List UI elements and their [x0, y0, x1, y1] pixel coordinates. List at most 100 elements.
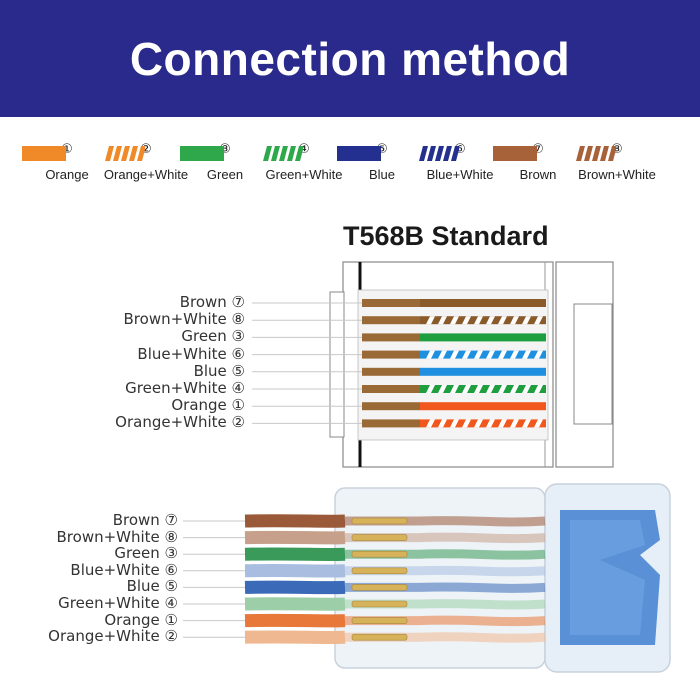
- page-title: Connection method: [129, 32, 571, 85]
- pin-label: Brown ⑦: [112, 511, 178, 529]
- schematic-leader-lines: [252, 302, 362, 424]
- striped-swatch: [419, 146, 459, 161]
- insulated-wire: [244, 530, 346, 545]
- pin-label: Green ③: [114, 544, 178, 563]
- inner-wire: [345, 516, 546, 527]
- wire-stripe: [462, 385, 471, 393]
- pin-label: Blue ⑤: [193, 361, 245, 380]
- wire: [420, 385, 546, 393]
- legend-item: ④ Green+White: [259, 142, 349, 182]
- wire: [420, 350, 546, 359]
- striped-swatch: [576, 146, 616, 161]
- pin-label: Blue+White ⑥: [70, 560, 178, 579]
- insulated-wire: [244, 580, 346, 595]
- gold-contact: [351, 534, 408, 541]
- solid-swatch: [493, 146, 537, 161]
- wire-stripe: [438, 350, 447, 359]
- legend-number: ⑦: [532, 142, 544, 157]
- wire-stripe: [486, 316, 495, 325]
- legend-number: ⑤: [376, 142, 388, 157]
- photo-wires: [244, 514, 546, 644]
- insulated-wire: [244, 514, 346, 528]
- wire-stripe: [522, 419, 531, 428]
- pin-label: Blue+White ⑥: [137, 344, 245, 363]
- wire-stripe: [426, 316, 435, 325]
- wire-stripe: [486, 419, 495, 428]
- wire-stripe: [486, 350, 495, 359]
- wire-stripe: [474, 350, 483, 359]
- conductor-jacket: [362, 402, 420, 411]
- wire: [420, 419, 546, 428]
- wire-stripe: [510, 419, 519, 428]
- pin-label: Blue ⑤: [126, 577, 178, 596]
- legend-item: ② Orange+White: [101, 142, 191, 182]
- legend-label: Blue+White: [426, 167, 494, 182]
- wire-stripe: [426, 350, 435, 359]
- pin-label: Green ③: [181, 327, 245, 346]
- conductor-jacket: [362, 333, 420, 342]
- wire-stripe: [498, 419, 507, 428]
- legend-label: Brown+White: [578, 167, 656, 182]
- insulated-wire: [244, 564, 346, 578]
- wire-stripe: [522, 385, 531, 393]
- conductor-jacket: [362, 350, 420, 359]
- wire-stripe: [510, 385, 519, 393]
- legend-number: ②: [140, 142, 152, 157]
- wire-stripe: [450, 419, 459, 428]
- wire-stripe: [450, 350, 459, 359]
- legend-label: Green: [206, 167, 244, 182]
- pin-label: Brown+White ⑧: [123, 310, 245, 329]
- solid-swatch: [180, 146, 224, 161]
- wire-stripe: [534, 419, 543, 428]
- inner-wire: [345, 532, 546, 544]
- gold-contact: [351, 600, 408, 608]
- legend-number: ③: [219, 142, 231, 157]
- photo-leader-lines: [183, 520, 245, 638]
- conductor-jacket: [362, 316, 420, 325]
- inner-wire: [345, 599, 546, 610]
- conductor-jacket: [362, 385, 420, 393]
- pin-label: Green+White ④: [58, 594, 178, 612]
- legend-number: ⑧: [611, 142, 623, 157]
- wire-stripe: [522, 316, 531, 325]
- wire-stripe: [426, 385, 435, 393]
- wire-stripe: [450, 316, 459, 325]
- wire-stripe: [438, 316, 447, 325]
- inner-wire: [345, 582, 546, 593]
- gold-contact: [351, 584, 408, 591]
- wire-stripe: [474, 419, 483, 428]
- wire-stripe: [438, 419, 447, 428]
- gold-contact: [351, 517, 408, 525]
- conductor-jacket: [362, 299, 420, 307]
- wire-stripe: [498, 385, 507, 393]
- gold-contacts: [351, 517, 408, 641]
- wire: [420, 299, 546, 307]
- schematic-connector: [329, 261, 614, 468]
- legend-label: Green+White: [265, 167, 343, 182]
- legend-label: Orange+White: [103, 167, 189, 182]
- wire: [420, 367, 546, 376]
- insulated-wire: [244, 613, 346, 628]
- standard-title: T568B Standard: [343, 221, 549, 251]
- solid-swatch: [337, 146, 381, 161]
- wire: [420, 402, 546, 411]
- wire-stripe: [498, 316, 507, 325]
- wire-stripe: [510, 316, 519, 325]
- wire-stripe: [534, 316, 543, 325]
- wire-stripe: [450, 385, 459, 393]
- legend-number: ④: [298, 142, 310, 157]
- wire-stripe: [474, 316, 483, 325]
- legend-number: ①: [61, 142, 73, 157]
- pin-label: Orange ①: [171, 396, 245, 415]
- photo-connector: [334, 483, 671, 673]
- wire: [420, 316, 546, 325]
- insulated-wire: [244, 597, 346, 611]
- wire-stripe: [462, 419, 471, 428]
- wire-stripe: [462, 316, 471, 325]
- header-banner: Connection method: [0, 0, 700, 117]
